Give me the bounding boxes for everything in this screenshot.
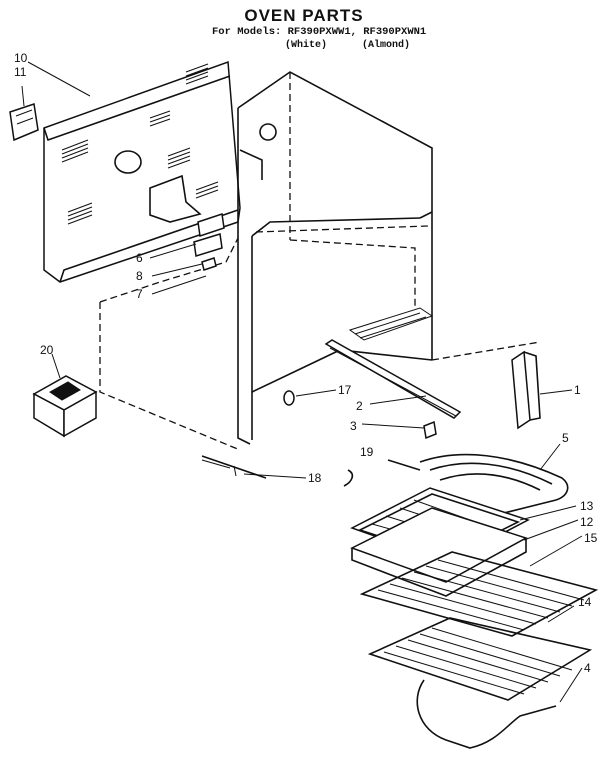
callout-7: 7 xyxy=(136,287,143,301)
part-20-box xyxy=(32,375,98,438)
finish-almond: (Almond) xyxy=(362,40,411,51)
callout-2: 2 xyxy=(356,399,363,413)
part-14-rack xyxy=(367,617,593,701)
callout-6: 6 xyxy=(136,251,143,265)
part-4-element xyxy=(416,679,557,749)
part-2-rail xyxy=(324,339,462,419)
part-17-grommet xyxy=(283,390,295,406)
callout-10: 10 xyxy=(14,51,28,65)
callout-18: 18 xyxy=(308,471,322,485)
broiler-pan-13-12 xyxy=(350,487,530,597)
part-19-hook xyxy=(343,469,354,487)
parts-6-8-7-components xyxy=(193,213,225,271)
models-line: For Models: RF390PXWW1, RF390PXWN1 xyxy=(212,26,427,38)
callout-8: 8 xyxy=(136,269,143,283)
callout-20: 20 xyxy=(40,343,54,357)
leader-lines xyxy=(21,61,583,703)
callout-15: 15 xyxy=(584,531,598,545)
callout-14: 14 xyxy=(578,595,592,609)
callout-17: 17 xyxy=(338,383,352,397)
finish-white: (White) xyxy=(285,40,328,51)
page-title: OVEN PARTS xyxy=(244,6,364,25)
part-3-clip xyxy=(423,420,437,440)
callout-4: 4 xyxy=(584,661,591,675)
callout-1: 1 xyxy=(574,383,581,397)
part-1-trim xyxy=(511,350,541,430)
callout-labels: 1 2 3 4 5 6 7 8 10 11 12 13 14 15 17 18 … xyxy=(14,51,598,675)
callout-11: 11 xyxy=(14,65,27,79)
callout-12: 12 xyxy=(580,515,594,529)
part-11-plate xyxy=(9,103,39,142)
callout-19: 19 xyxy=(360,445,374,459)
oven-cabinet-frame xyxy=(99,71,541,451)
part-15-rack xyxy=(359,551,599,637)
callout-5: 5 xyxy=(562,431,569,445)
callout-13: 13 xyxy=(580,499,594,513)
callout-3: 3 xyxy=(350,419,357,433)
